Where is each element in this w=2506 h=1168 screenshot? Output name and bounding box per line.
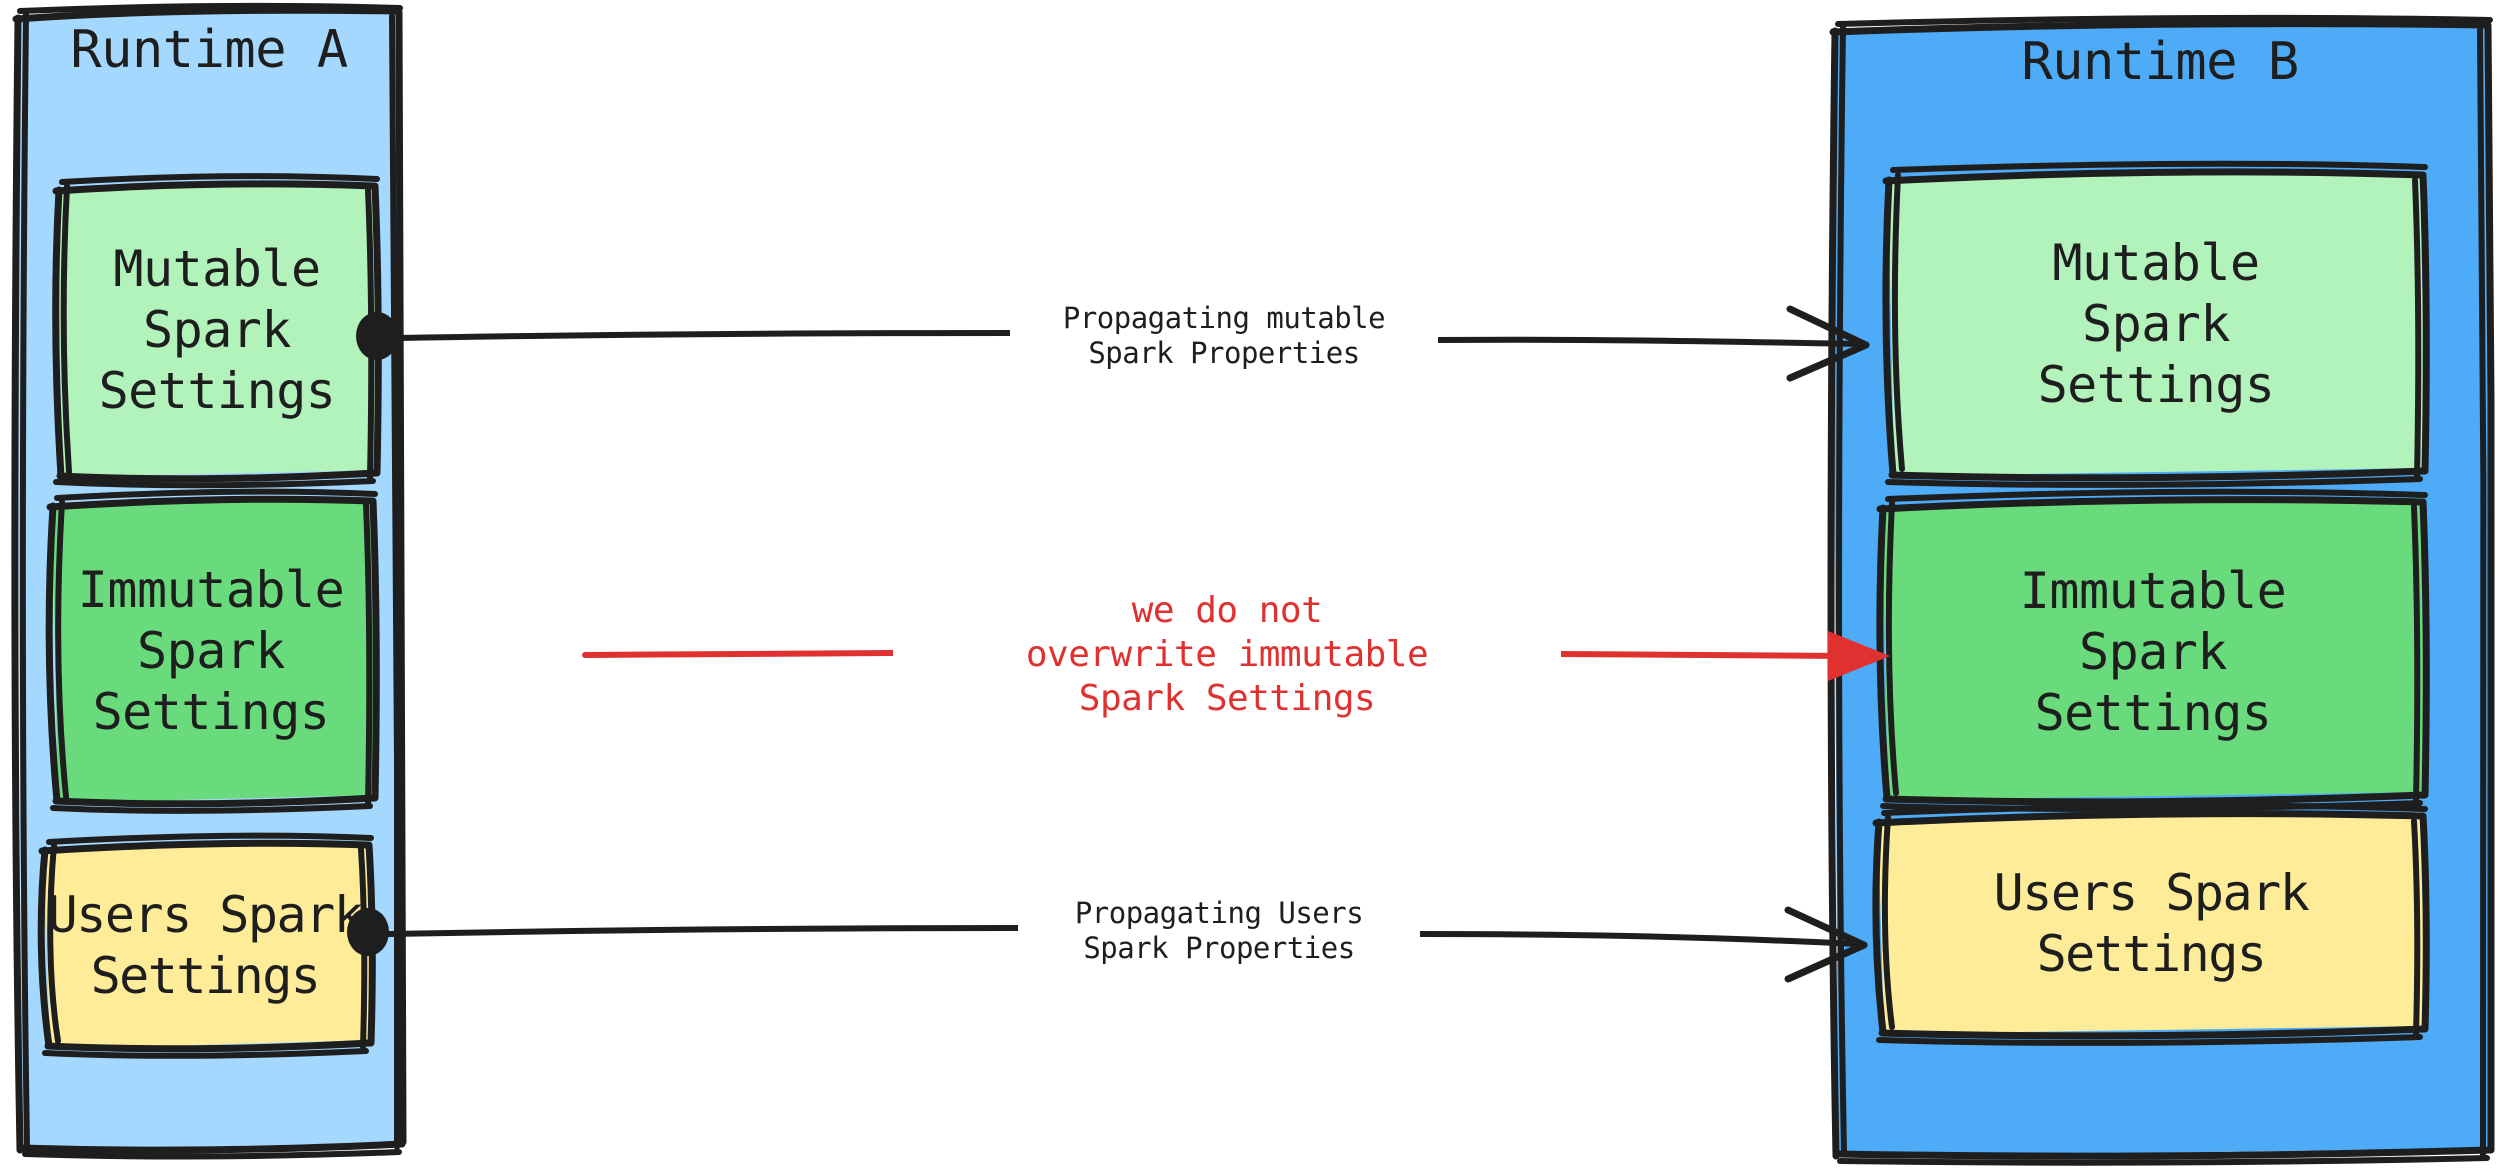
- connector-immutable-label: we do not overwrite immutable Spark Sett…: [893, 570, 1561, 740]
- connector-users-label: Propagating Users Spark Properties: [1018, 890, 1420, 972]
- runtime-a-mutable-label: Mutable Spark Settings: [98, 239, 336, 420]
- runtime-b-users-label: Users Spark Settings: [1993, 864, 2310, 983]
- runtime-b-mutable-label: Mutable Spark Settings: [2037, 233, 2275, 414]
- runtime-b-immutable-label: Immutable Spark Settings: [2019, 561, 2287, 742]
- runtime-a-immutable-label: Immutable Spark Settings: [77, 560, 345, 741]
- runtime-a-users-label: Users Spark Settings: [47, 886, 364, 1005]
- runtime-b-title: Runtime B: [2021, 32, 2299, 93]
- connector-mutable-label: Propagating mutable Spark Properties: [1010, 295, 1438, 377]
- runtime-a-title: Runtime A: [70, 20, 348, 81]
